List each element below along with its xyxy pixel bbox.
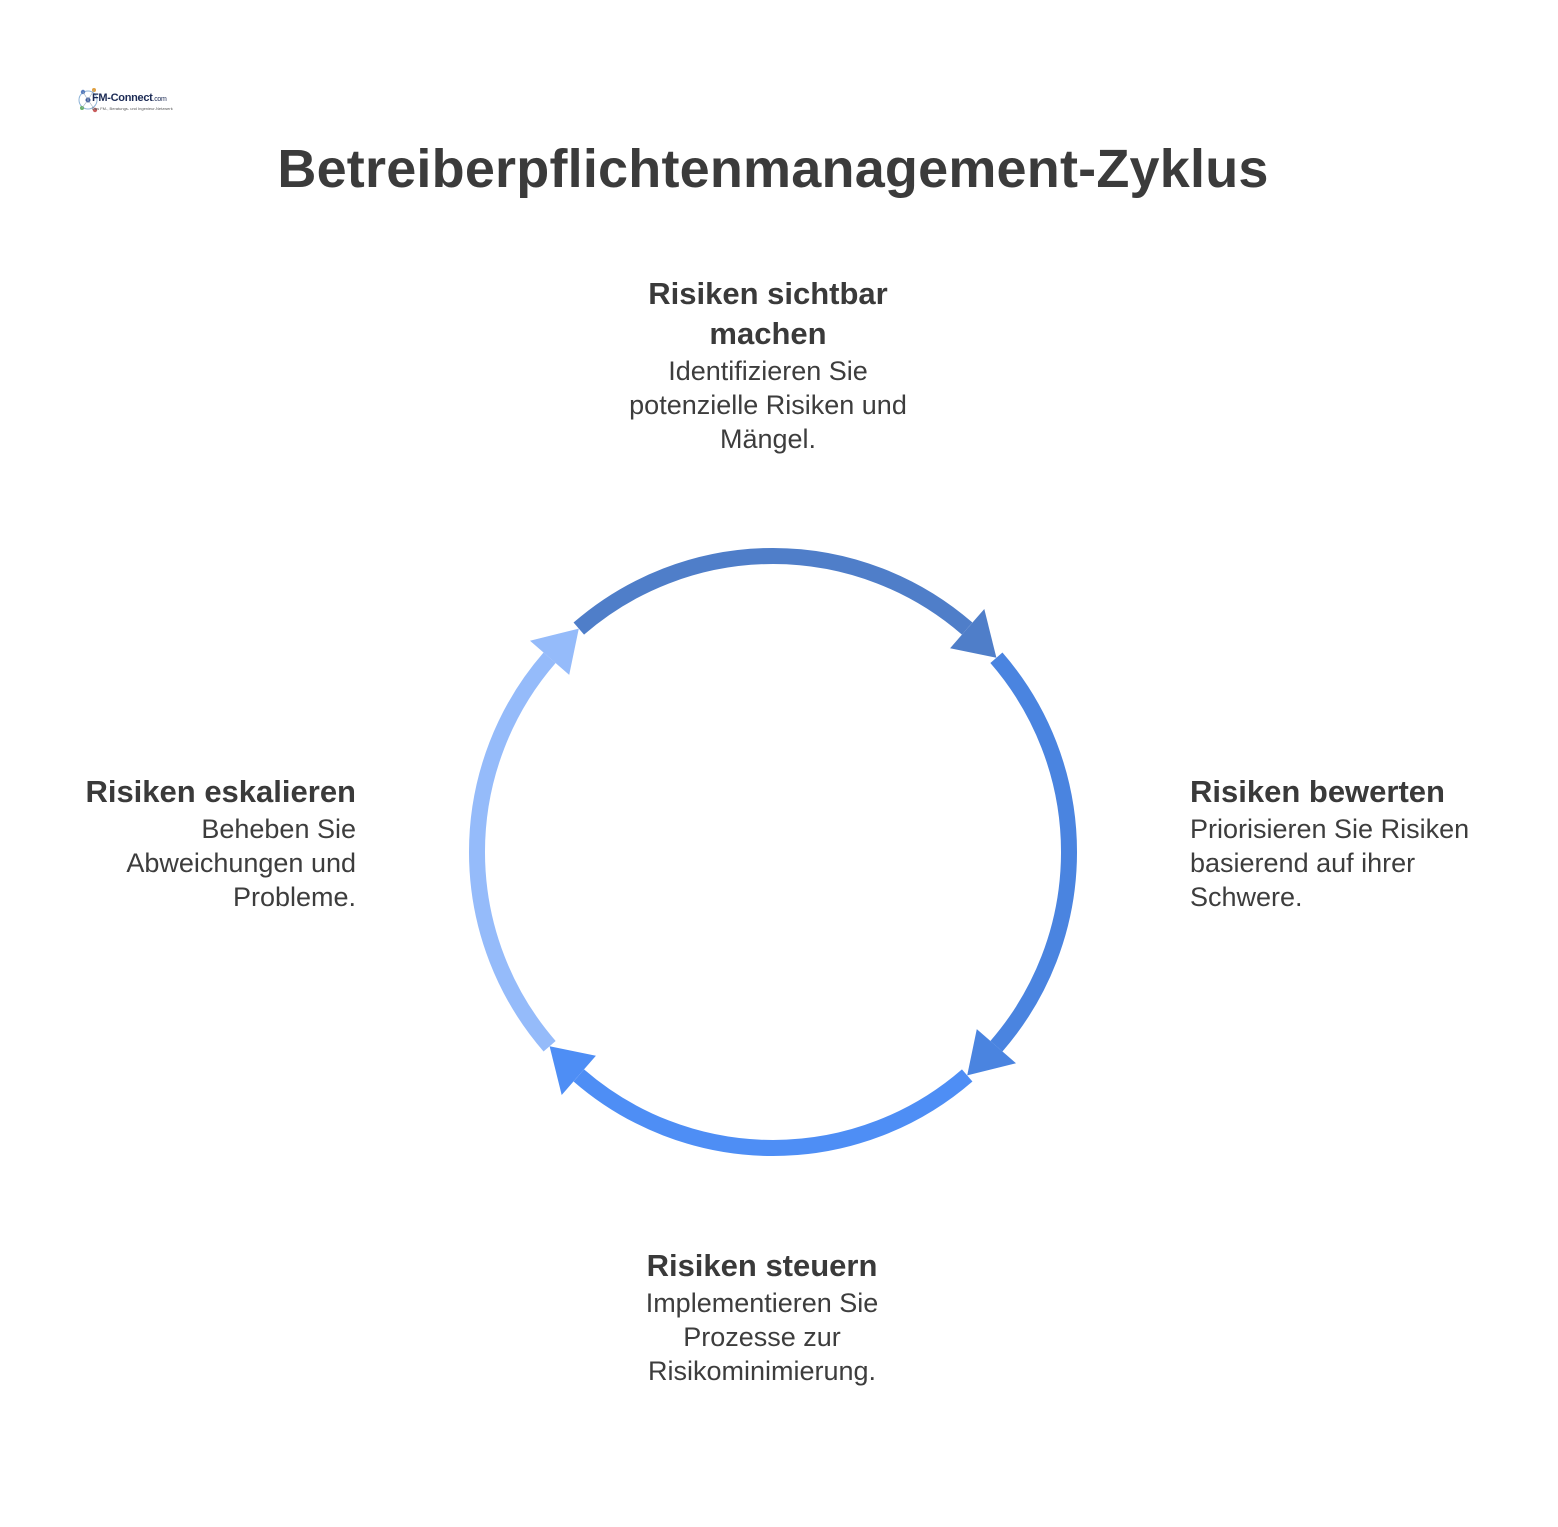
arrow-right — [967, 652, 1078, 1076]
step-heading: Risiken steuern — [646, 1248, 878, 1283]
step-description: Beheben Sie Abweichungen und Probleme. — [126, 814, 356, 912]
step-heading: Risiken sichtbar machen — [648, 276, 888, 351]
step-risiken-bewerten: Risiken bewerten Priorisieren Sie Risike… — [1190, 772, 1490, 914]
arrow-bottom — [549, 1046, 973, 1157]
step-risiken-eskalieren: Risiken eskalieren Beheben Sie Abweichun… — [60, 772, 356, 914]
step-description: Implementieren Sie Prozesse zur Risikomi… — [645, 1288, 879, 1386]
logo-tagline: Das FM-, Beratungs- und Ingenieur-Netzwe… — [92, 106, 173, 111]
step-description: Identifizieren Sie potenzielle Risiken u… — [629, 356, 907, 454]
logo-network-icon — [78, 88, 98, 113]
arrow-top — [573, 547, 997, 658]
step-risiken-steuern: Risiken steuern Implementieren Sie Proze… — [612, 1246, 912, 1388]
logo-wordmark: FM-Connect.com — [92, 92, 167, 104]
fm-connect-logo: FM-Connect.com Das FM-, Beratungs- und I… — [78, 82, 173, 122]
step-heading: Risiken eskalieren — [85, 774, 356, 809]
step-heading: Risiken bewerten — [1190, 774, 1445, 809]
step-risiken-sichtbar-machen: Risiken sichtbar machen Identifizieren S… — [618, 274, 918, 456]
step-description: Priorisieren Sie Risiken basierend auf i… — [1190, 814, 1470, 912]
arrow-left — [468, 628, 579, 1052]
page-title: Betreiberpflichtenmanagement-Zyklus — [277, 139, 1269, 199]
